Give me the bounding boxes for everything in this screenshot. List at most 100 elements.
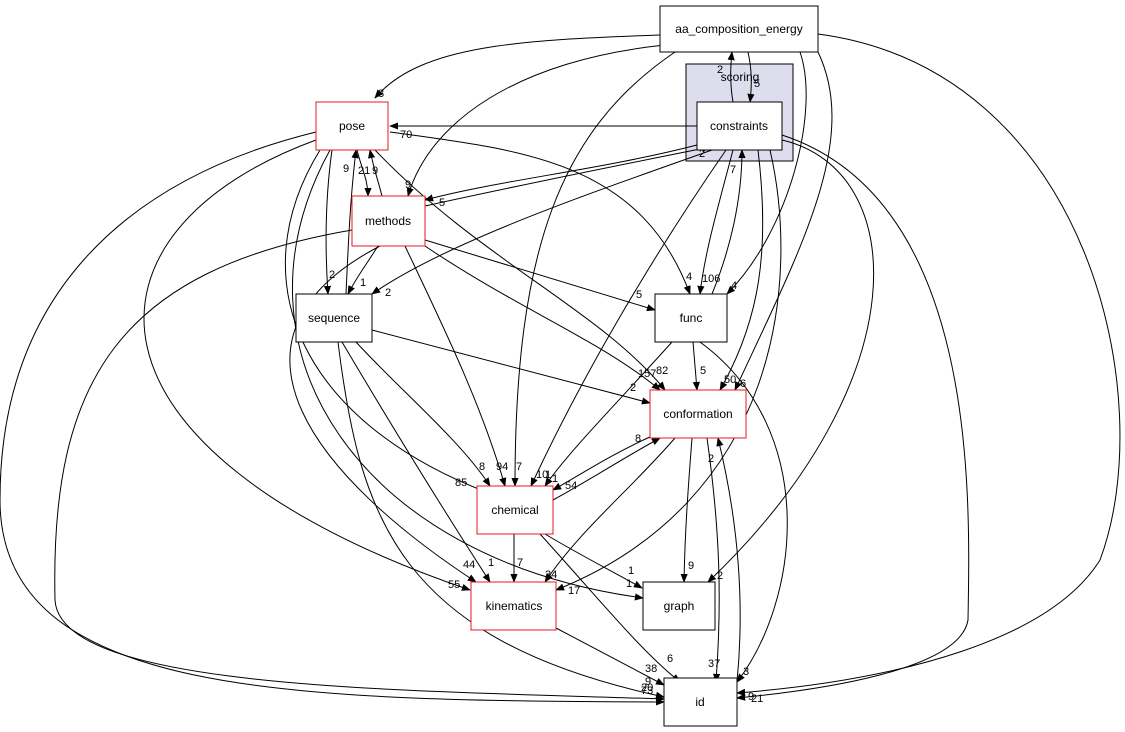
node-label: conformation [663,407,732,421]
edge-methods-id [54,229,665,703]
edge-func-conformation [692,341,700,391]
edge-methods-sequence [347,245,379,295]
edges [0,33,1121,706]
edge-label: 7 [517,557,523,569]
edge-label: 2 [717,570,723,582]
edge-sequence-pose [345,149,359,295]
edge-chemical-conformation [552,437,661,501]
edge-id-conformation [716,437,741,683]
edge-conformation-graph [680,437,693,583]
edge-label: 54 [565,480,577,492]
edge-cons-kinematics [555,149,782,591]
node-label: pose [339,119,365,133]
edge-label: 1 [552,473,558,485]
edge-conformation-kinematics [544,437,676,583]
node-chemical[interactable]: chemical [476,485,554,535]
edge-label: 6 [667,653,673,665]
node-kinematics[interactable]: kinematics [470,581,557,631]
edge-conformation-chemical [552,435,653,491]
edge-pose-chemical [284,149,487,493]
edge-label: 21 [358,165,370,177]
edge-label: 21 [751,693,763,705]
node-conformation[interactable]: conformation [649,389,747,439]
edge-pose-graph [292,149,644,601]
edge-methods-constraints [424,145,711,207]
node-func[interactable]: func [654,293,728,343]
node-id[interactable]: id [663,677,738,727]
edge-label: 157 [638,368,656,380]
edge-sequence-kinematics [341,341,491,583]
edge-label: 2 [717,64,723,76]
edge-aa-func [726,51,807,295]
edge-label: 70 [400,129,412,141]
edge-label: 37 [708,658,720,670]
edge-label: 8 [635,433,641,445]
edge-label: 2 [699,148,705,160]
edge-func-chemical [544,341,673,487]
edge-label: 3 [743,666,749,678]
edge-label: 1 [360,277,366,289]
edge-label: 7 [730,164,736,176]
edge-methods-conformation [424,245,661,391]
edge-conformation-id [706,437,721,683]
edge-label: 6 [740,378,746,390]
node-pose[interactable]: pose [315,101,389,151]
edge-cons-chemical [530,149,727,487]
edge-label: 10 [536,469,548,481]
edge-label: 9 [688,560,694,572]
edge-label: 9 [372,165,378,177]
edge-pose-sequence [323,149,333,295]
edge-label: 20 [641,682,653,694]
edge-methods-func [424,239,656,312]
edge-func-id [699,341,788,683]
edge-pose-conformation [374,149,666,391]
edge-cons-graph [707,139,875,583]
edge-label: 1 [628,565,634,577]
node-label: aa_composition_energy [675,22,802,36]
edge-chemical-id [539,533,681,683]
edge-label: 4 [686,271,692,283]
node-label: chemical [491,503,538,517]
edge-label: 4 [731,280,737,292]
edge-label: 2 [708,453,714,465]
node-methods[interactable]: methods [351,195,426,247]
edge-label: 9 [645,676,651,688]
node-graph[interactable]: graph [642,581,716,631]
edge-chemical-graph [544,533,643,589]
edge-label: 1 [488,557,494,569]
edge-label: 50 [724,374,736,386]
edge-label: 38 [645,663,657,675]
edge-aa-methods [406,44,666,197]
node-aa-composition-energy[interactable]: aa_composition_energy [659,5,819,53]
node-label: kinematics [486,599,543,613]
edge-cons-id [736,134,970,701]
node-label: sequence [308,311,360,325]
node-constraints[interactable]: constraints [696,101,783,151]
edge-cons-conformation [719,149,764,391]
edge-constraints-sequence [371,149,713,295]
edge-label: 5 [636,289,642,301]
edge-aa-id [736,33,1121,696]
edge-label: 8 [378,88,384,100]
edge-label: 1 [545,469,551,481]
edge-sequence-chemical [355,341,491,487]
edge-label: 106 [702,273,720,285]
edge-label: 1 [626,578,632,590]
edge-aa-conformation [734,51,833,391]
edge-func-constraints [711,149,746,295]
edge-methods-pose [368,149,383,197]
edge-label: 2 [385,287,391,299]
edge-pose-id [0,131,665,706]
edge-sequence-conformation [371,329,651,405]
edge-label: 82 [656,365,668,377]
edge-label: 44 [463,559,475,571]
edge-pose-kinematics [143,139,471,591]
node-sequence[interactable]: sequence [295,293,373,343]
edge-label: 2 [630,382,636,394]
edge-label: 5 [754,78,760,90]
edge-label: 55 [448,579,460,591]
edge-label: 8 [479,461,485,473]
edge-methods-chemical [404,245,507,487]
edge-labels: 8 9 5 2 70 5 2 2 106 7 4 4 5 50 6 82 157… [329,64,763,705]
